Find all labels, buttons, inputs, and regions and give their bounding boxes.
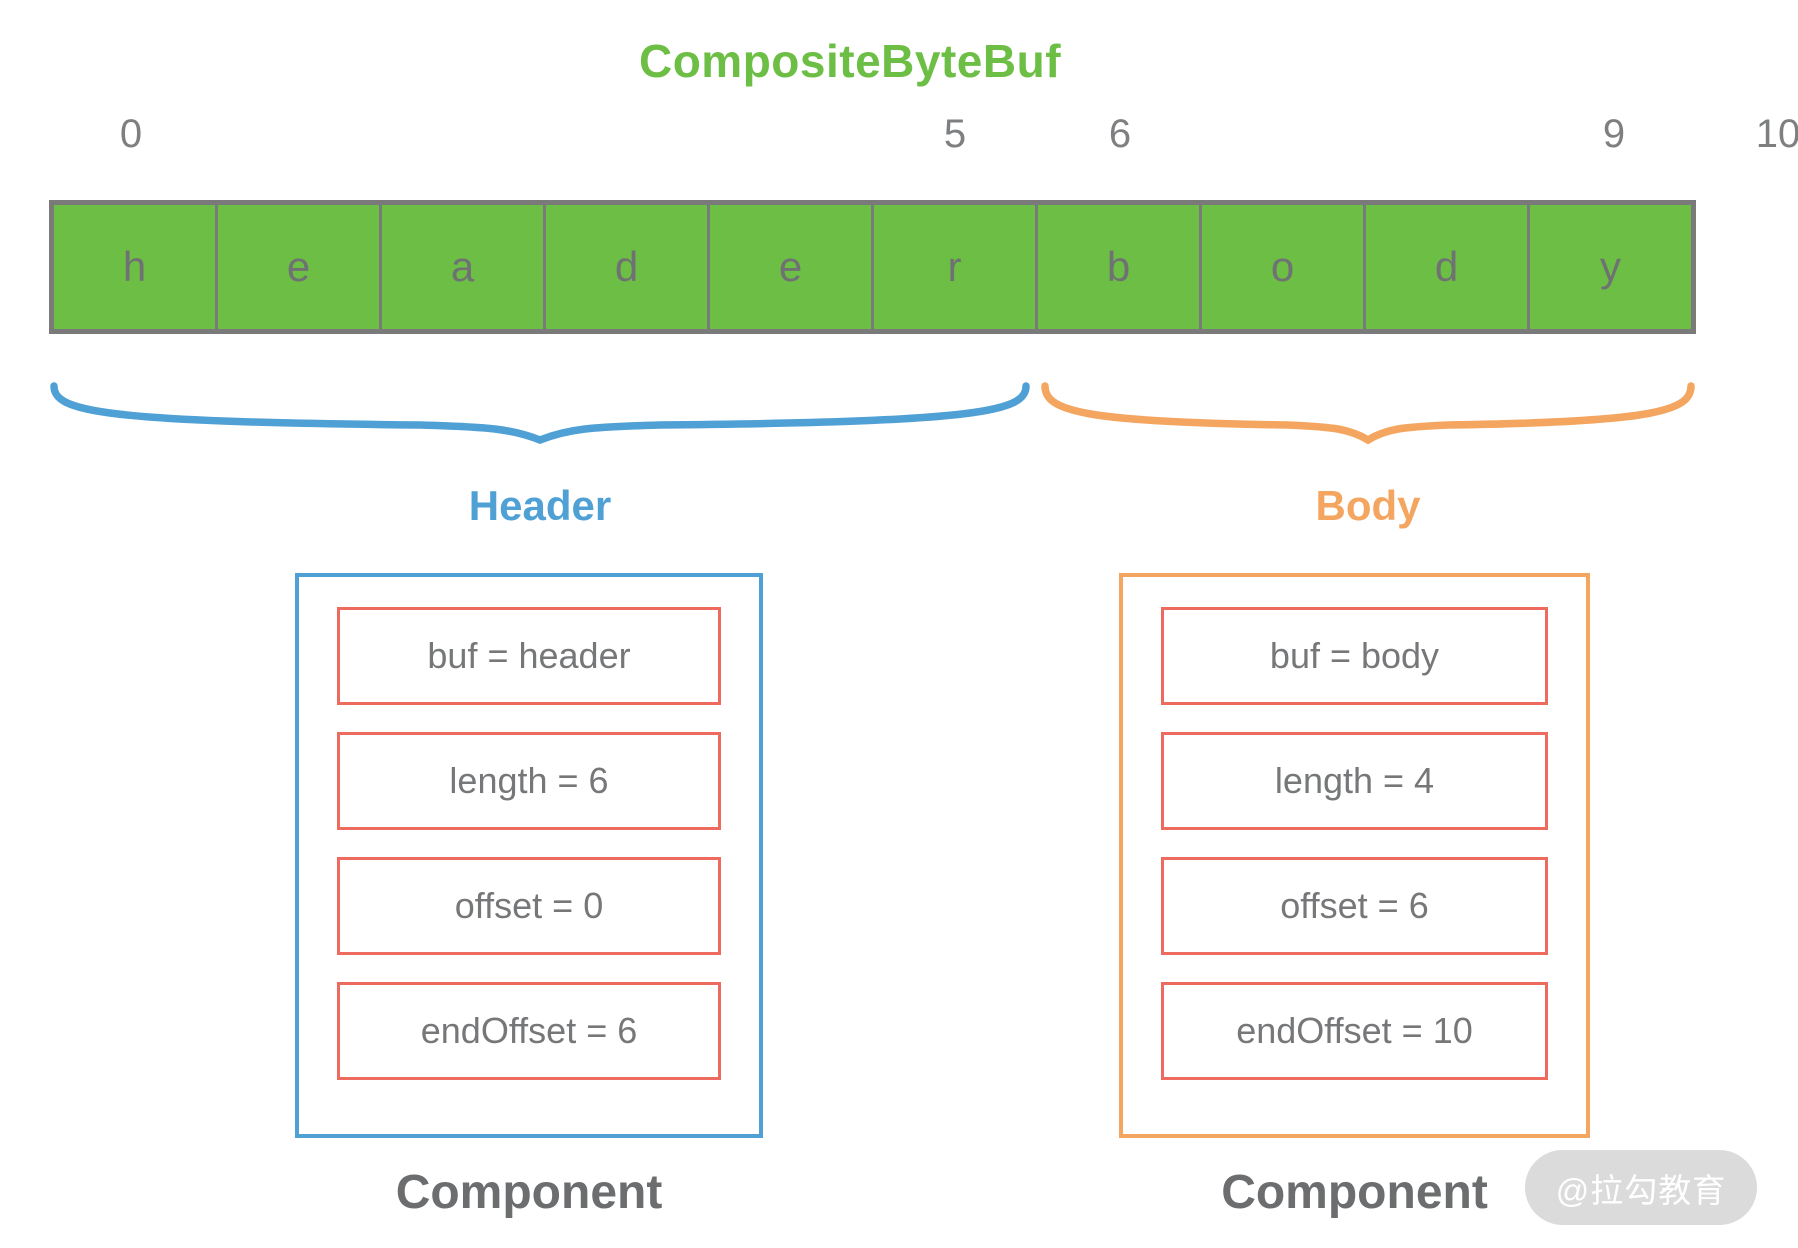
ruler-mark-5: 5: [943, 112, 967, 156]
header-component-box: buf = header length = 6 offset = 0 endOf…: [295, 573, 763, 1138]
field-offset: offset = 0: [337, 857, 721, 955]
buffer-cell: r: [871, 205, 1035, 329]
buffer-cell: e: [215, 205, 379, 329]
ruler-mark-0: 0: [119, 112, 143, 156]
buffer-cell: y: [1527, 205, 1691, 329]
field-endoffset: endOffset = 10: [1161, 982, 1548, 1080]
buffer-cell: h: [122, 243, 147, 290]
field-buf: buf = header: [337, 607, 721, 705]
diagram-title: CompositeByteBuf: [638, 35, 1062, 87]
field-endoffset: endOffset = 6: [337, 982, 721, 1080]
header-brace-icon: [49, 378, 1031, 446]
body-component-caption: Component: [1221, 1166, 1488, 1219]
buffer-cell: d: [543, 205, 707, 329]
watermark-badge: @拉勾教育: [1525, 1150, 1757, 1225]
ruler-mark-6: 6: [1108, 112, 1132, 156]
buffer-cell: o: [1199, 205, 1363, 329]
buffer-cell: d: [1363, 205, 1527, 329]
field-offset: offset = 6: [1161, 857, 1548, 955]
buffer-cell: b: [1035, 205, 1199, 329]
buffer-cell: a: [379, 205, 543, 329]
body-region-label: Body: [1315, 482, 1421, 529]
field-length: length = 4: [1161, 732, 1548, 830]
ruler-mark-9: 9: [1602, 112, 1626, 156]
field-buf: buf = body: [1161, 607, 1548, 705]
body-brace-icon: [1040, 378, 1696, 446]
ruler-mark-10: 10: [1755, 112, 1798, 156]
buffer-cell: e: [707, 205, 871, 329]
byte-buffer-row: h e a d e r b o d y: [49, 200, 1696, 334]
body-component-box: buf = body length = 4 offset = 6 endOffs…: [1119, 573, 1590, 1138]
field-length: length = 6: [337, 732, 721, 830]
header-region-label: Header: [468, 482, 612, 529]
header-component-caption: Component: [395, 1166, 663, 1219]
